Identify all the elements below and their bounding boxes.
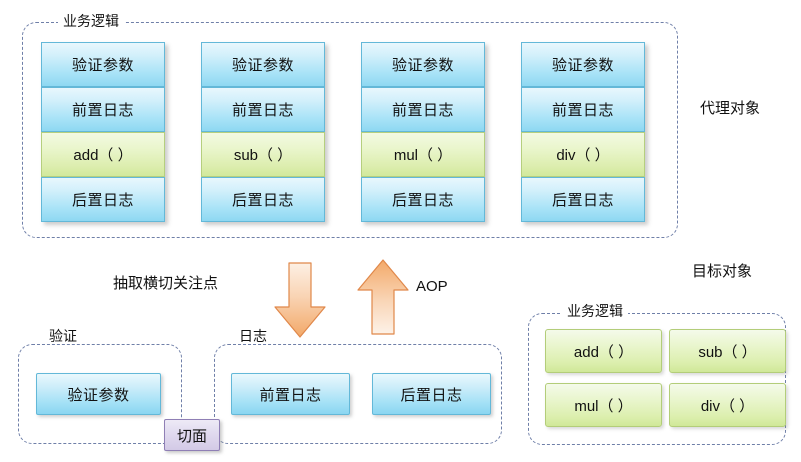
proxy-method-column: 验证参数 前置日志 mul（ ） 后置日志: [361, 42, 485, 222]
aspect-item-before-log: 前置日志: [231, 373, 350, 415]
proxy-object-label: 代理对象: [700, 100, 761, 117]
aspect-validate-label: 验证: [44, 328, 82, 344]
proxy-cell-validate: 验证参数: [361, 42, 485, 87]
proxy-cell-before-log: 前置日志: [361, 87, 485, 132]
down-arrow-icon: [272, 262, 328, 340]
proxy-cell-validate: 验证参数: [201, 42, 325, 87]
target-method-add: add（ ）: [545, 329, 662, 373]
proxy-cell-before-log: 前置日志: [201, 87, 325, 132]
target-business-logic-container: [528, 313, 786, 445]
up-arrow-icon: [355, 258, 411, 336]
proxy-cell-before-log: 前置日志: [41, 87, 165, 132]
extract-crosscutting-label: 抽取横切关注点: [113, 275, 219, 292]
target-object-label: 目标对象: [692, 263, 753, 280]
proxy-cell-method: sub（ ）: [201, 132, 325, 177]
proxy-cell-before-log: 前置日志: [521, 87, 645, 132]
proxy-cell-method: add（ ）: [41, 132, 165, 177]
aop-label: AOP: [416, 278, 448, 295]
target-method-sub: sub（ ）: [669, 329, 786, 373]
proxy-cell-after-log: 后置日志: [41, 177, 165, 222]
target-method-mul: mul（ ）: [545, 383, 662, 427]
aspect-validate-container: [18, 344, 182, 444]
proxy-business-logic-label: 业务逻辑: [58, 13, 124, 29]
aspect-log-label: 日志: [234, 328, 272, 344]
target-business-logic-label: 业务逻辑: [562, 303, 628, 319]
proxy-cell-method: div（ ）: [521, 132, 645, 177]
proxy-cell-method: mul（ ）: [361, 132, 485, 177]
target-method-div: div（ ）: [669, 383, 786, 427]
aspect-badge: 切面: [164, 419, 220, 451]
proxy-cell-after-log: 后置日志: [521, 177, 645, 222]
aspect-log-container: [214, 344, 502, 444]
proxy-cell-after-log: 后置日志: [361, 177, 485, 222]
proxy-method-column: 验证参数 前置日志 add（ ） 后置日志: [41, 42, 165, 222]
aspect-item-after-log: 后置日志: [372, 373, 491, 415]
aspect-item-validate-params: 验证参数: [36, 373, 161, 415]
proxy-method-column: 验证参数 前置日志 sub（ ） 后置日志: [201, 42, 325, 222]
proxy-cell-after-log: 后置日志: [201, 177, 325, 222]
proxy-object-container: [22, 22, 678, 238]
proxy-method-column: 验证参数 前置日志 div（ ） 后置日志: [521, 42, 645, 222]
proxy-cell-validate: 验证参数: [521, 42, 645, 87]
proxy-cell-validate: 验证参数: [41, 42, 165, 87]
